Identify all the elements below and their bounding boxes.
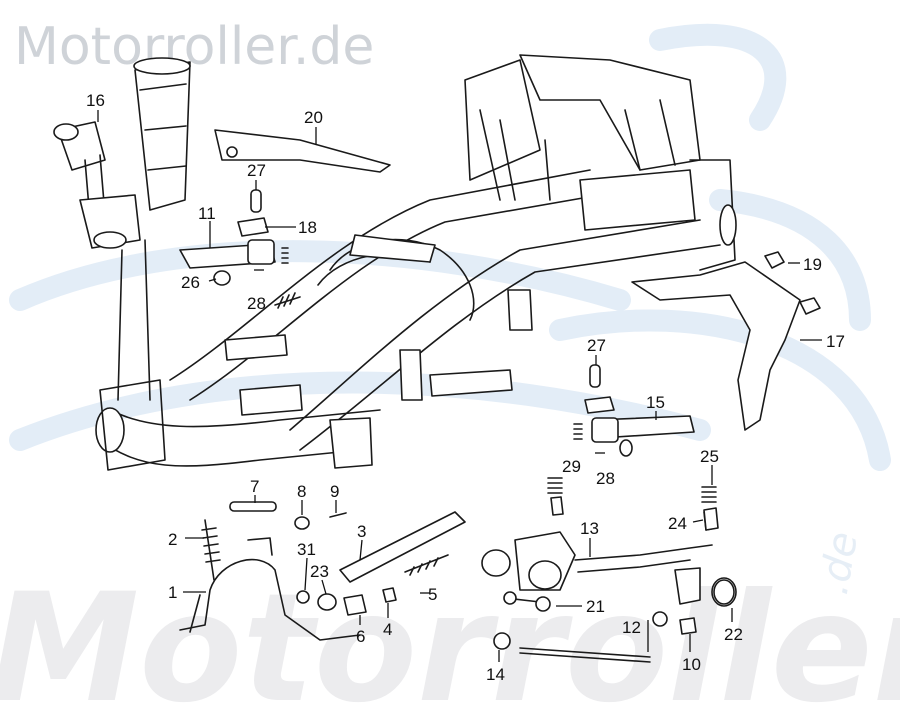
part-17-bracket — [631, 261, 801, 431]
callout-28-upper: 28 — [247, 294, 266, 313]
part-7-pin — [229, 501, 277, 512]
callout-15: 15 — [646, 393, 665, 412]
callout-27-upper: 27 — [247, 161, 266, 180]
callout-29: 29 — [562, 457, 581, 476]
callout-16: 16 — [86, 91, 105, 110]
part-4-bolt — [382, 587, 397, 603]
part-19-nut — [764, 251, 821, 315]
callout-12: 12 — [622, 618, 641, 637]
callout-18: 18 — [298, 218, 317, 237]
callout-27-lower: 27 — [587, 336, 606, 355]
callout-3: 3 — [357, 522, 366, 541]
callout-31: 31 — [297, 540, 316, 559]
watermark-bottom-text: Motorroller — [0, 562, 900, 720]
callout-21: 21 — [586, 597, 605, 616]
part-12-long-bolt — [519, 647, 651, 663]
callout-13: 13 — [580, 519, 599, 538]
callout-10: 10 — [682, 655, 701, 674]
part-14-nut — [493, 632, 511, 650]
callout-5: 5 — [428, 585, 437, 604]
part-2-spring — [201, 519, 221, 581]
part-12-nut — [652, 611, 668, 627]
part-10-bolt — [679, 617, 697, 635]
part-1-centre-stand — [179, 537, 361, 641]
part-6-plate — [343, 594, 367, 616]
main-frame — [95, 54, 737, 471]
part-24-cap — [703, 507, 719, 531]
callout-6: 6 — [356, 627, 365, 646]
callout-7: 7 — [250, 477, 259, 496]
watermark-right-text: .de — [811, 528, 867, 598]
callout-20: 20 — [304, 108, 323, 127]
part-11-footpeg — [179, 239, 289, 269]
callout-22: 22 — [724, 625, 743, 644]
callout-leaders — [97, 110, 822, 662]
callout-4: 4 — [383, 620, 392, 639]
callout-24: 24 — [668, 514, 687, 533]
callout-14: 14 — [486, 665, 505, 684]
callout-26: 26 — [181, 273, 200, 292]
part-28-bolt — [274, 292, 301, 309]
callout-25: 25 — [700, 447, 719, 466]
part-15-footpeg — [573, 415, 695, 457]
part-3-stand-bar — [339, 511, 466, 583]
part-18-clip — [237, 217, 615, 414]
part-22-bushing — [713, 579, 735, 605]
part-21-bolt — [503, 591, 551, 612]
callout-labels: 16 20 27 11 18 26 28 19 17 27 15 29 28 2… — [86, 91, 845, 684]
callout-9: 9 — [330, 482, 339, 501]
part-9-cotter-pin — [329, 512, 347, 518]
part-16-bracket — [53, 121, 141, 249]
part-29-spring — [547, 477, 564, 516]
callout-2: 2 — [168, 530, 177, 549]
callout-28-lower: 28 — [596, 469, 615, 488]
part-27-pin — [250, 189, 601, 388]
callout-11: 11 — [198, 204, 216, 223]
callout-23: 23 — [310, 562, 329, 581]
callout-17: 17 — [826, 332, 845, 351]
part-20-plate — [214, 129, 391, 173]
part-26-washer — [213, 270, 231, 286]
callout-1: 1 — [168, 583, 177, 602]
watermark-top-text: Motorroller.de — [14, 17, 374, 77]
part-8-washer — [294, 516, 310, 530]
part-31-washer — [296, 590, 310, 604]
callout-8: 8 — [297, 482, 306, 501]
part-5-spring — [404, 554, 449, 576]
callout-19: 19 — [803, 255, 822, 274]
part-23-washer — [317, 593, 337, 611]
